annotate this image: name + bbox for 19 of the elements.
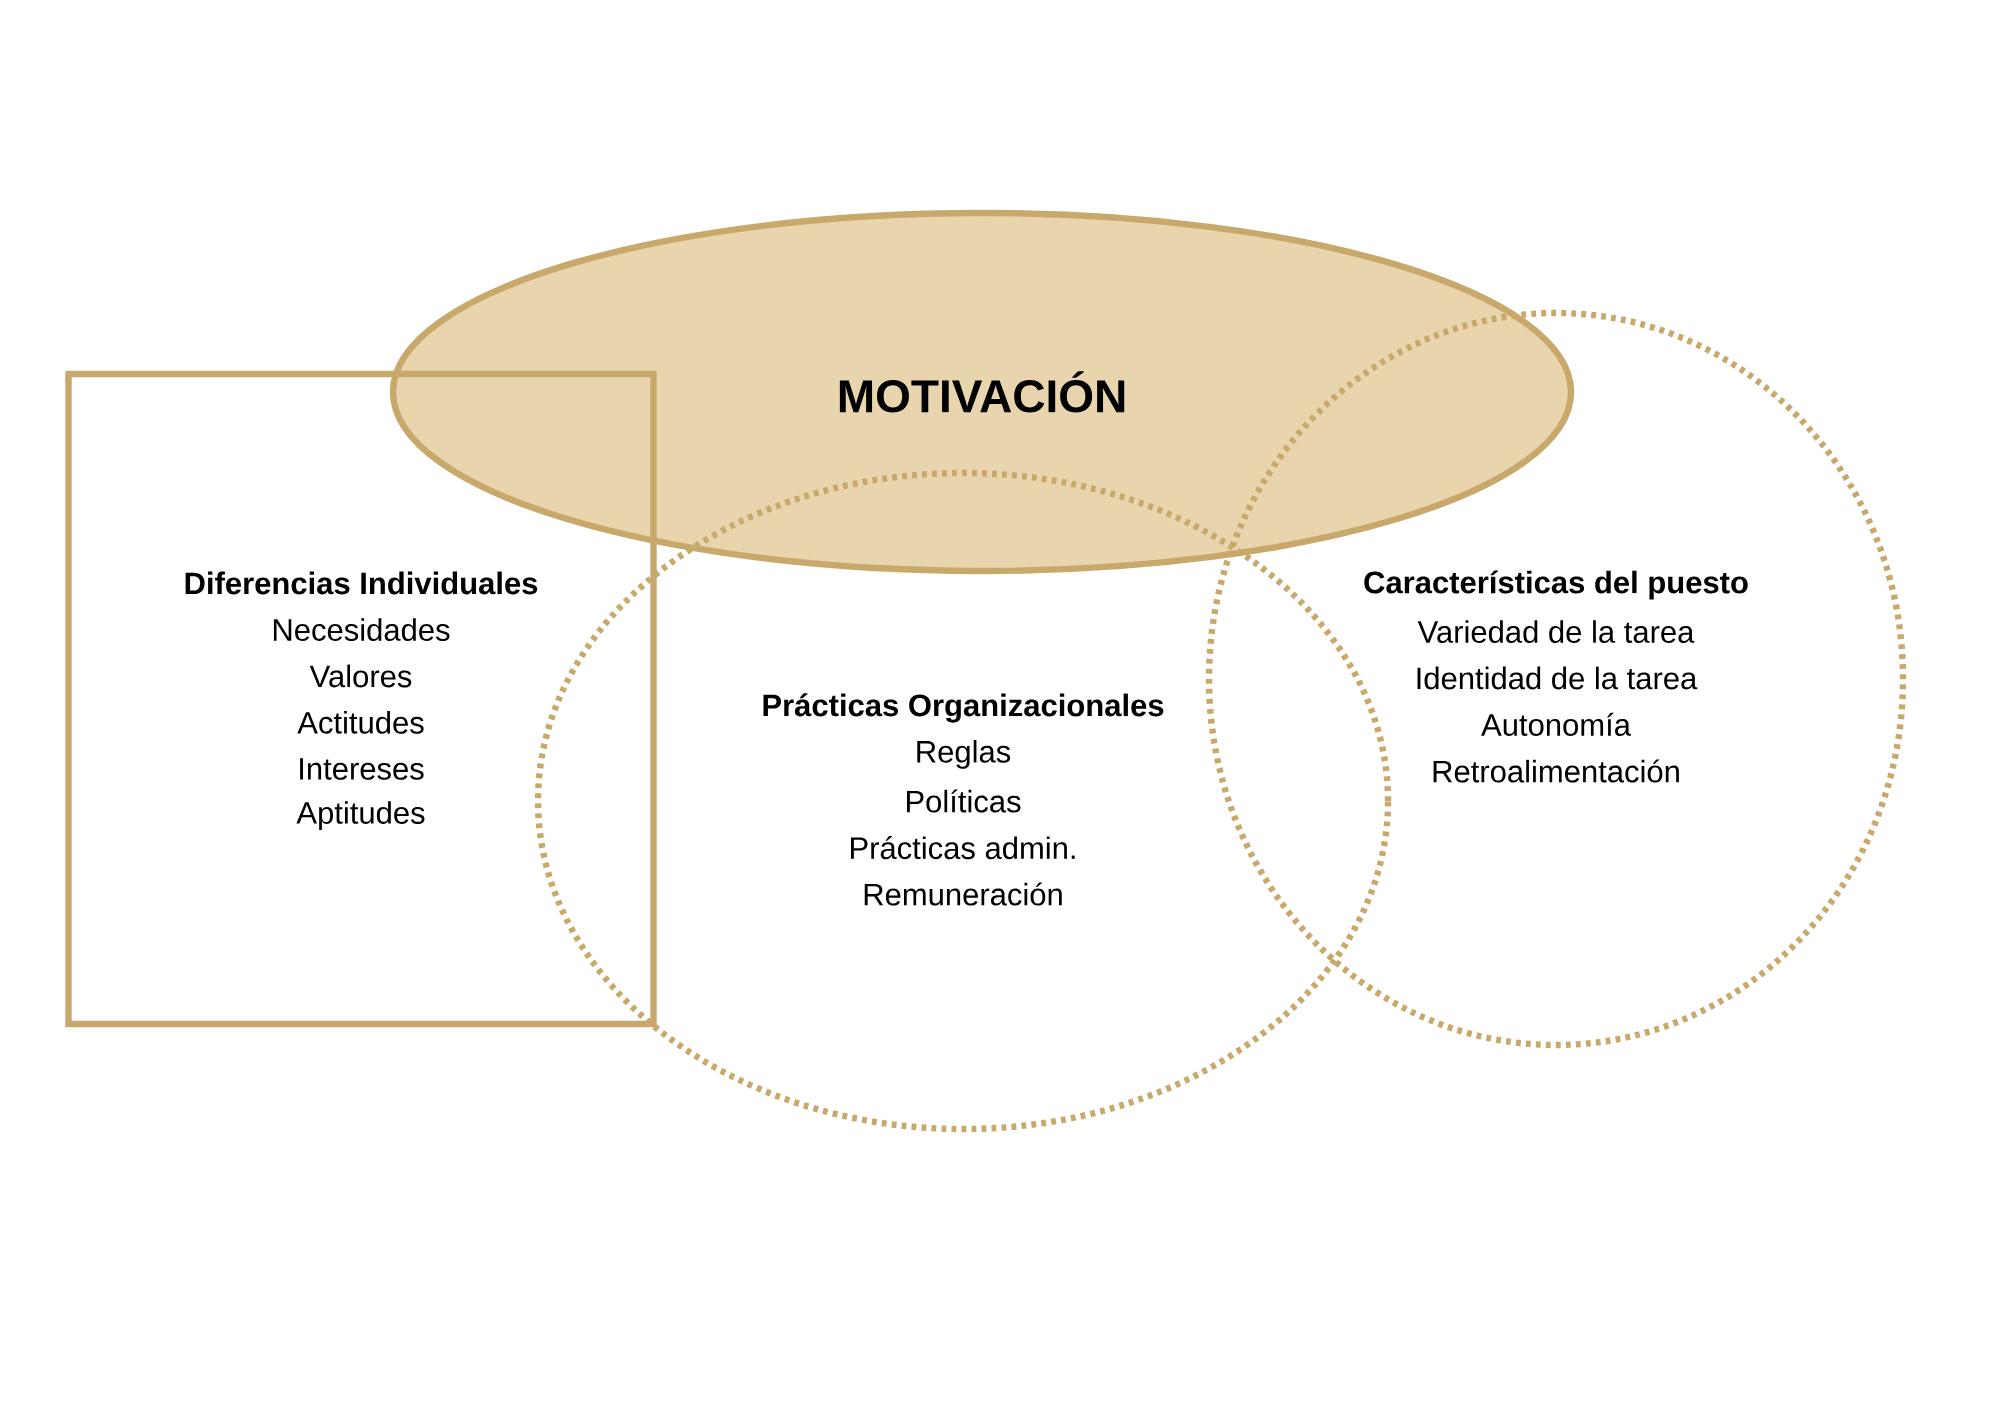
- list-item: Remuneración: [864, 882, 1062, 906]
- list-item: Prácticas admin.: [851, 836, 1075, 860]
- list-item: Necesidades: [273, 618, 450, 641]
- heading: Diferencias Individuales: [185, 571, 538, 595]
- list-item: Actitudes: [297, 711, 424, 734]
- list-item: Retroalimentación: [1433, 759, 1679, 783]
- title: MOTIVACIÓN: [839, 371, 1125, 413]
- list-item: Aptitudes: [296, 801, 425, 831]
- heading: Prácticas Organizacionales: [763, 693, 1164, 723]
- list-item: Reglas: [917, 739, 1011, 769]
- list-item: Intereses: [300, 758, 424, 780]
- heading: Características del puesto: [1364, 570, 1748, 600]
- list-item: Valores: [309, 664, 412, 688]
- list-item: Autonomía: [1481, 712, 1631, 736]
- category-box: [65, 370, 657, 1028]
- category-ellipse: [1205, 309, 1907, 1049]
- list-item: Políticas: [907, 789, 1021, 813]
- list-item: Identidad de la tarea: [1417, 666, 1698, 690]
- list-item: Variedad de la tarea: [1417, 620, 1695, 643]
